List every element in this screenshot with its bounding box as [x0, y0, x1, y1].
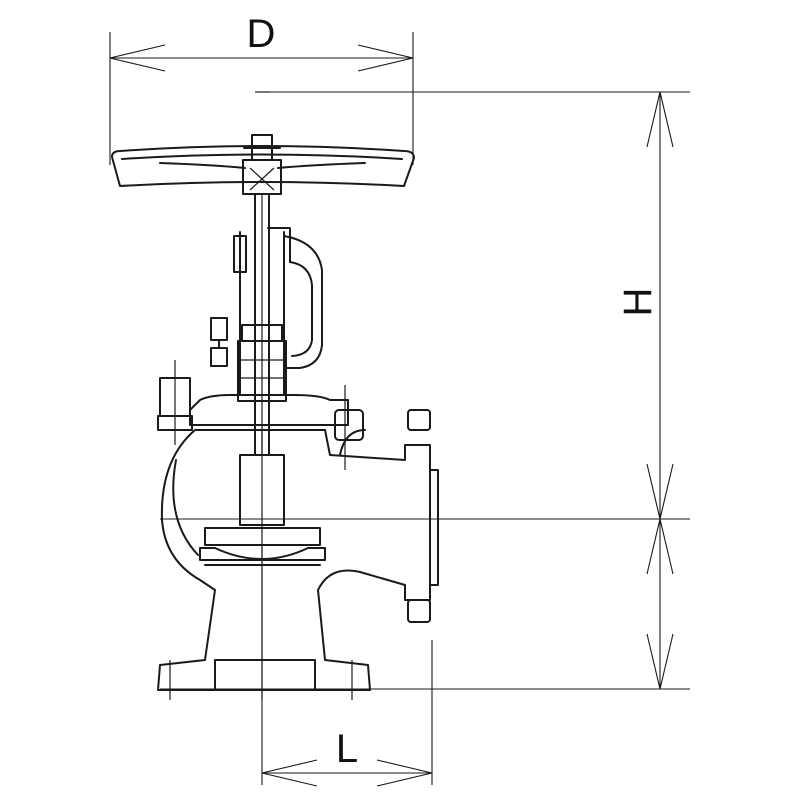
l-label: L [336, 727, 358, 771]
gland [210, 317, 287, 402]
outlet-flange-face [429, 469, 439, 586]
disc-nut [239, 454, 285, 526]
dimension-d: D [109, 12, 414, 165]
l-arrow-left [261, 759, 318, 787]
body-outline [157, 429, 431, 691]
yoke [233, 227, 323, 396]
disc [199, 547, 326, 561]
handwheel-spoke-right [277, 162, 366, 169]
handwheel-rim [111, 145, 415, 187]
dimension-l: L [261, 548, 433, 787]
d-arrow-right [357, 44, 414, 72]
bonnet-flange [189, 394, 349, 426]
h-arrow-mid-down [646, 518, 674, 575]
yoke-arm-inner [289, 261, 313, 357]
gland-body [237, 340, 287, 402]
disc-assembly [199, 454, 326, 566]
bonnet-bolt-right [334, 409, 364, 441]
outlet-flange-bolt-top [407, 409, 431, 431]
gland-bolt-upper [210, 317, 228, 341]
handwheel [111, 134, 415, 195]
handwheel-hub [242, 159, 282, 195]
d-label: D [247, 12, 276, 56]
bonnet [157, 360, 364, 470]
disc-guide [204, 527, 321, 546]
d-arrow-left [109, 44, 166, 72]
h-label: H [616, 288, 660, 317]
handwheel-rim-inner [121, 153, 403, 160]
dimension-h: H [160, 91, 690, 690]
gland-bolt-lower [210, 347, 228, 367]
yoke-arm-outer [283, 235, 323, 369]
body-inner-curve [172, 459, 199, 556]
outlet-flange-bolt-bottom [407, 599, 431, 623]
bonnet-bolt-nut [157, 415, 193, 431]
packing-lines [238, 359, 286, 379]
yoke-top-bracket [267, 227, 291, 263]
outlet-neck [339, 429, 366, 456]
yoke-neck [239, 231, 285, 396]
valve-body [157, 409, 439, 691]
h-arrow-top [646, 91, 674, 148]
l-arrow-right [376, 759, 433, 787]
yoke-left-lug [233, 235, 247, 273]
h-arrow-bottom [646, 633, 674, 690]
inlet-flange [169, 659, 353, 700]
handwheel-spoke-left [159, 162, 246, 169]
inlet-flange-face [214, 659, 316, 691]
hub-square-diag-2 [249, 167, 275, 191]
